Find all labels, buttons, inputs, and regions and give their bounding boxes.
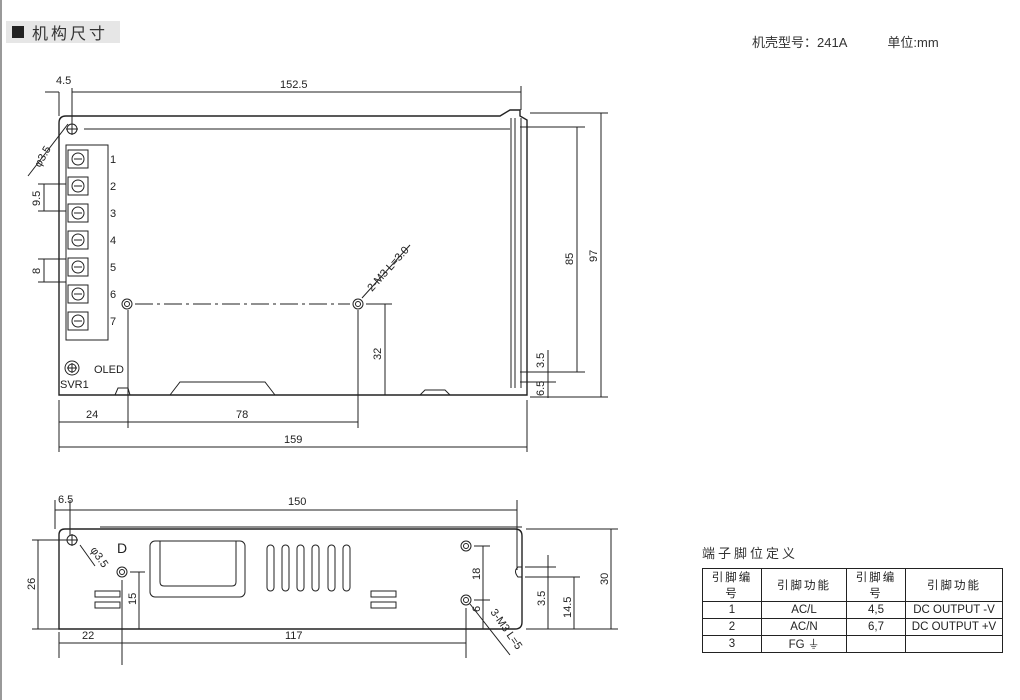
terminals: 1 2 3 4 5 6 7 — [67, 149, 116, 331]
dim-mount-top: 2-M3 L=3.0 — [365, 244, 411, 294]
table-cell — [846, 635, 906, 653]
dim-152-5: 152.5 — [280, 79, 308, 91]
dim-117: 117 — [285, 630, 303, 642]
terminal-label: 2 — [110, 181, 116, 193]
dim-6-5-top: 6.5 — [535, 381, 547, 396]
square-bullet-icon — [12, 26, 24, 38]
dim-15: 15 — [127, 593, 139, 605]
side-view-outline — [58, 528, 523, 630]
header-cell: 引脚功能 — [761, 568, 847, 602]
section-title-text: 机构尺寸 — [32, 26, 109, 43]
table-cell: DC OUTPUT -V — [905, 601, 1003, 619]
dim-32: 32 — [372, 348, 384, 360]
dim-4-5: 4.5 — [56, 75, 71, 87]
dim-18: 18 — [471, 568, 483, 580]
dim-159: 159 — [284, 434, 302, 446]
dim-24: 24 — [86, 409, 98, 421]
table-cell: AC/L — [761, 601, 847, 619]
table-header-row: 引脚编号 引脚功能 引脚编号 引脚功能 — [702, 568, 1003, 602]
terminal-label: 7 — [110, 316, 116, 328]
mount-hole-icon — [460, 540, 472, 552]
dim-85: 85 — [564, 253, 576, 265]
mount-hole-icon — [460, 594, 472, 606]
terminal-label: 3 — [110, 208, 116, 220]
table-cell: 1 — [702, 601, 762, 619]
vent-slots — [266, 544, 351, 592]
header-cell: 引脚编号 — [846, 568, 906, 602]
ac-inlet-window — [149, 540, 246, 598]
page-frame-border — [0, 0, 2, 700]
dim-6: 6 — [471, 606, 483, 612]
dim-14-5: 14.5 — [562, 597, 574, 618]
d-marker: D — [117, 540, 127, 556]
dim-9-5: 9.5 — [31, 191, 43, 206]
table-cell: 6,7 — [846, 618, 906, 636]
terminal-label: 1 — [110, 154, 116, 166]
top-view: 1 2 3 4 5 6 7 OLED SVR1 2-M3 L=3.0 4.5 1… — [27, 75, 608, 452]
dim-97: 97 — [588, 250, 600, 262]
terminal-label: 5 — [110, 262, 116, 274]
mount-hole-icon — [352, 298, 364, 310]
section-title: 机构尺寸 — [6, 21, 120, 43]
pin-table-title: 端子脚位定义 — [702, 546, 799, 561]
dim-3-5-top: 3.5 — [535, 353, 547, 368]
dim-26: 26 — [26, 578, 38, 590]
model-label: 机壳型号：241A — [752, 35, 848, 50]
table-cell: 2 — [702, 618, 762, 636]
mount-hole-icon — [121, 298, 133, 310]
dim-30: 30 — [599, 573, 611, 585]
svr-potentiometer-icon — [64, 360, 80, 376]
side-view: D 6.5 150 26 φ3.5 15 18 6 3-M3 L=5 3.5 1… — [26, 494, 618, 665]
header-cell: 引脚编号 — [702, 568, 762, 602]
unit-label: 单位:mm — [887, 35, 939, 50]
model-info: 机壳型号：241A 单位:mm — [752, 32, 939, 51]
top-view-outline — [58, 109, 528, 396]
table-cell: AC/N — [761, 618, 847, 636]
terminal-label: 6 — [110, 289, 116, 301]
table-cell — [905, 635, 1003, 653]
terminal-label: 4 — [110, 235, 116, 247]
table-cell: 3 — [702, 635, 762, 653]
dim-150: 150 — [288, 496, 306, 508]
mount-hole-icon — [116, 566, 128, 578]
dim-78: 78 — [236, 409, 248, 421]
dim-6-5-side: 6.5 — [58, 494, 73, 506]
dim-8: 8 — [31, 268, 43, 274]
dim-22: 22 — [82, 630, 94, 642]
terminal-block — [65, 144, 109, 341]
header-cell: 引脚功能 — [905, 568, 1003, 602]
dim-phi-3-5-side: φ3.5 — [88, 545, 111, 570]
table-cell: FG ⏚ — [761, 635, 847, 653]
table-cell: 4,5 — [846, 601, 906, 619]
dim-3-5-side: 3.5 — [536, 591, 548, 606]
table-cell: DC OUTPUT +V — [905, 618, 1003, 636]
svr-label: SVR1 — [60, 379, 89, 391]
led-label: OLED — [94, 364, 124, 376]
